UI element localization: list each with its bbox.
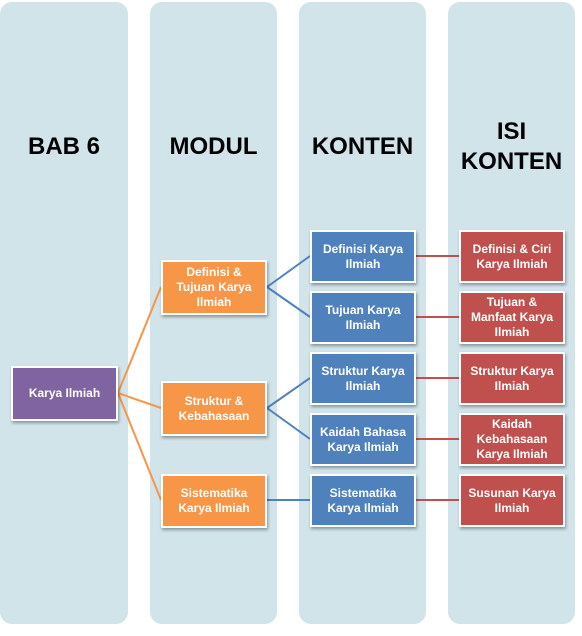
column-header-isi-konten: ISI KONTEN [460, 118, 563, 175]
node-module-2: Struktur & Kebahasaan [161, 381, 267, 436]
node-detail-5: Susunan Karya Ilmiah [459, 474, 565, 527]
node-detail-4: Kaidah Kebahasaan Karya Ilmiah [459, 413, 565, 466]
link-root-module-2 [117, 392, 162, 409]
node-detail-1: Definisi & Ciri Karya Ilmiah [459, 230, 565, 283]
node-detail-2: Tujuan & Manfaat Karya Ilmiah [459, 291, 565, 344]
link-root-module-3 [117, 392, 162, 501]
column-header-bab: BAB 6 [27, 133, 100, 160]
node-content-3: Struktur Karya Ilmiah [310, 352, 416, 405]
node-content-4: Kaidah Bahasa Karya Ilmiah [310, 413, 416, 466]
link-module-2-content-4 [266, 407, 311, 440]
node-content-2: Tujuan Karya Ilmiah [310, 291, 416, 344]
link-module-1-content-1 [266, 255, 311, 288]
node-detail-3: Struktur Karya Ilmiah [459, 352, 565, 405]
column-bab: BAB 6 [0, 2, 128, 624]
node-content-5: Sistematika Karya Ilmiah [310, 474, 416, 527]
node-module-1: Definisi & Tujuan Karya Ilmiah [161, 260, 267, 315]
link-module-2-content-3 [266, 377, 311, 409]
link-root-module-1 [117, 286, 162, 394]
column-header-modul: MODUL [169, 133, 258, 160]
column-header-konten: KONTEN [311, 133, 414, 160]
link-module-1-content-2 [266, 286, 311, 318]
node-content-1: Definisi Karya Ilmiah [310, 230, 416, 283]
node-module-3: Sistematika Karya Ilmiah [161, 474, 267, 528]
node-root: Karya Ilmiah [11, 366, 118, 421]
